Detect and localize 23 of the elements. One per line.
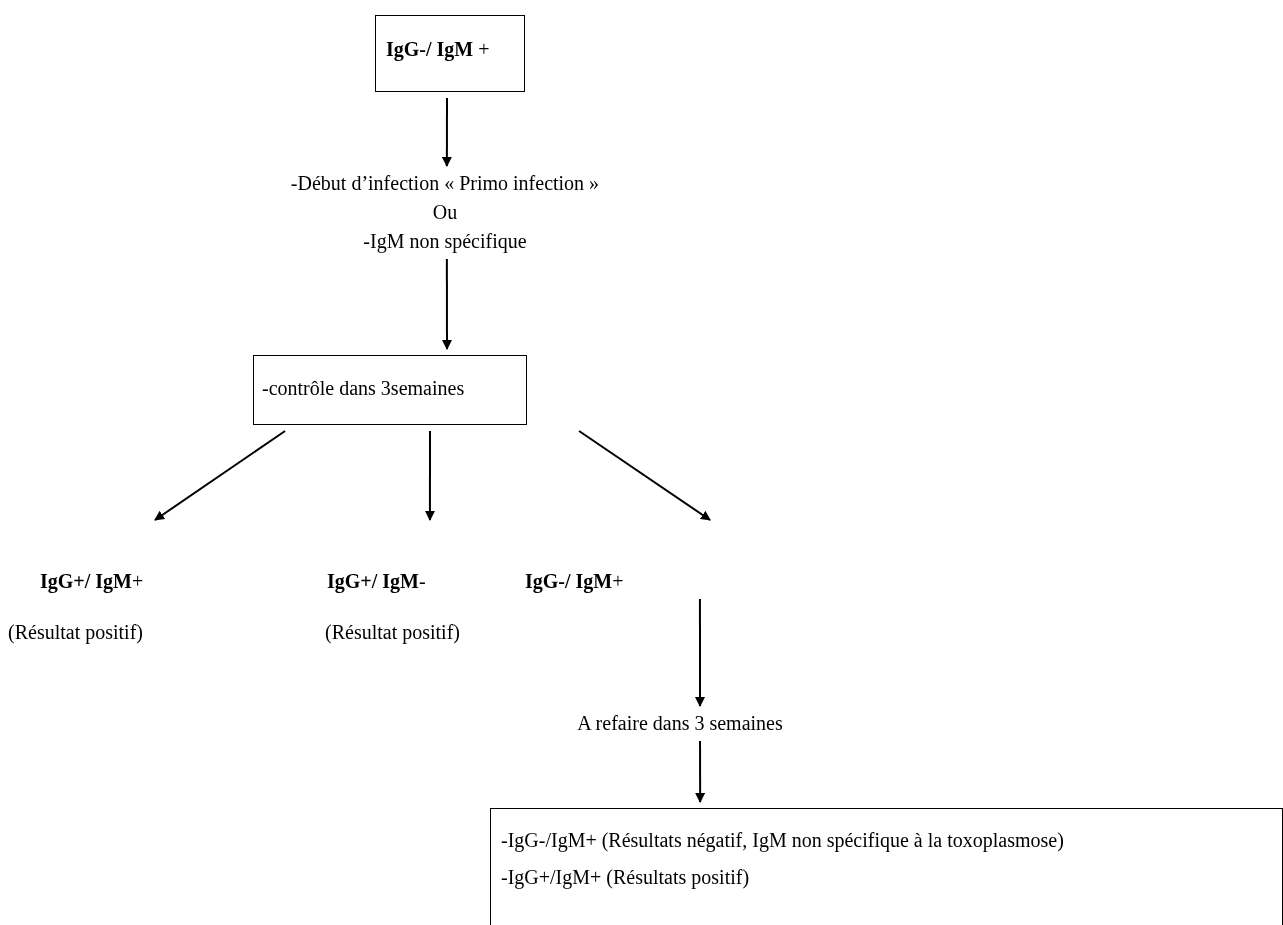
box-text: IgG-/ IgM +: [386, 38, 490, 61]
node-text: IgG+/ IgM-: [326, 570, 426, 593]
node-text: -Début d’infection « Primo infection »: [290, 172, 600, 195]
node-text: -IgM non spécifique: [363, 230, 527, 253]
process-box: [253, 355, 527, 425]
box-text: -IgG+/IgM+ (Résultats positif): [501, 866, 750, 889]
node-text: IgG+/ IgM+: [39, 570, 144, 593]
box-text: -contrôle dans 3semaines: [262, 377, 465, 400]
result-box: [375, 15, 525, 92]
result-caption: (Résultat positif): [8, 621, 143, 644]
arrow: [695, 598, 705, 707]
node-text: IgG-/ IgM+: [524, 570, 624, 593]
box-text: -IgG-/IgM+ (Résultats négatif, IgM non spécifique à la toxoplasmose): [501, 829, 1064, 852]
arrow: [424, 430, 435, 521]
arrow: [695, 740, 706, 803]
arrow: [442, 258, 452, 350]
arrow: [154, 430, 287, 521]
arrow: [578, 430, 712, 521]
result-box: [490, 808, 1283, 925]
arrow: [441, 97, 452, 167]
node-text: Ou: [432, 201, 458, 224]
result-caption: (Résultat positif): [325, 621, 460, 644]
node-text: A refaire dans 3 semaines: [577, 712, 783, 735]
